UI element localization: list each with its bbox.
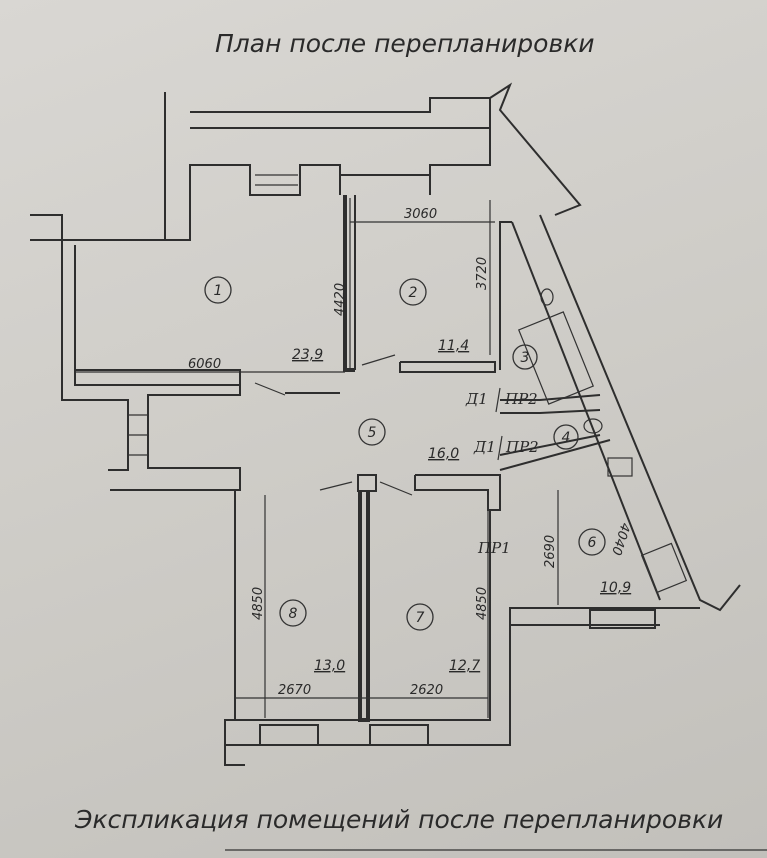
- opening-label-pr2-a: ПР2: [504, 390, 538, 408]
- svg-text:3: 3: [521, 350, 530, 366]
- svg-text:2: 2: [409, 285, 418, 301]
- dim-room1-depth: 4420: [333, 283, 348, 316]
- door-label-d1-b: Д1: [473, 438, 496, 456]
- toilet-icon: [583, 418, 603, 434]
- bathtub-icon: [517, 311, 595, 405]
- room-5-area: 16,0: [428, 446, 459, 462]
- explication-title: Экспликация помещений после перепланиров…: [74, 805, 723, 834]
- room-2-area: 11,4: [438, 338, 469, 354]
- dim-room6-side: 4040: [608, 521, 632, 557]
- sink-icon: [540, 288, 554, 306]
- room-7: 7: [406, 603, 434, 631]
- svg-text:8: 8: [289, 606, 298, 622]
- dim-room6-depth: 2690: [543, 535, 558, 568]
- svg-text:5: 5: [368, 425, 377, 441]
- door-label-d1-a: Д1: [465, 390, 488, 408]
- walls: [30, 82, 741, 766]
- room-1: 1: [204, 276, 232, 304]
- dim-room8-width: 2670: [278, 683, 311, 698]
- room-8-area: 13,0: [314, 658, 345, 674]
- room-1-area: 23,9: [292, 347, 323, 363]
- opening-label-pr1: ПР1: [477, 539, 511, 557]
- room-6-area: 10,9: [600, 580, 631, 596]
- dim-room1-width: 6060: [188, 357, 221, 372]
- kitchen-sink-icon: [607, 457, 633, 477]
- svg-text:6: 6: [588, 535, 597, 551]
- dim-room2-depth: 3720: [475, 257, 490, 290]
- opening-label-pr2-b: ПР2: [505, 438, 539, 456]
- room-5: 5: [358, 418, 386, 446]
- room-8: 8: [279, 599, 307, 627]
- room-2: 2: [399, 278, 427, 306]
- dimension-lines: [75, 198, 559, 718]
- dim-room8-depth: 4850: [251, 587, 266, 620]
- room-6: 6: [578, 528, 606, 556]
- dim-room2-width: 3060: [404, 207, 437, 222]
- svg-text:7: 7: [416, 610, 425, 626]
- svg-text:4: 4: [562, 430, 571, 446]
- svg-text:1: 1: [214, 283, 223, 299]
- room-3: 3: [512, 344, 538, 370]
- plan-title: План после перепланировки: [215, 29, 595, 58]
- dim-room7-width: 2620: [410, 683, 443, 698]
- room-7-area: 12,7: [449, 658, 480, 674]
- dim-room7-depth: 4850: [475, 587, 490, 620]
- room-4: 4: [553, 424, 579, 450]
- stove-icon: [640, 542, 688, 594]
